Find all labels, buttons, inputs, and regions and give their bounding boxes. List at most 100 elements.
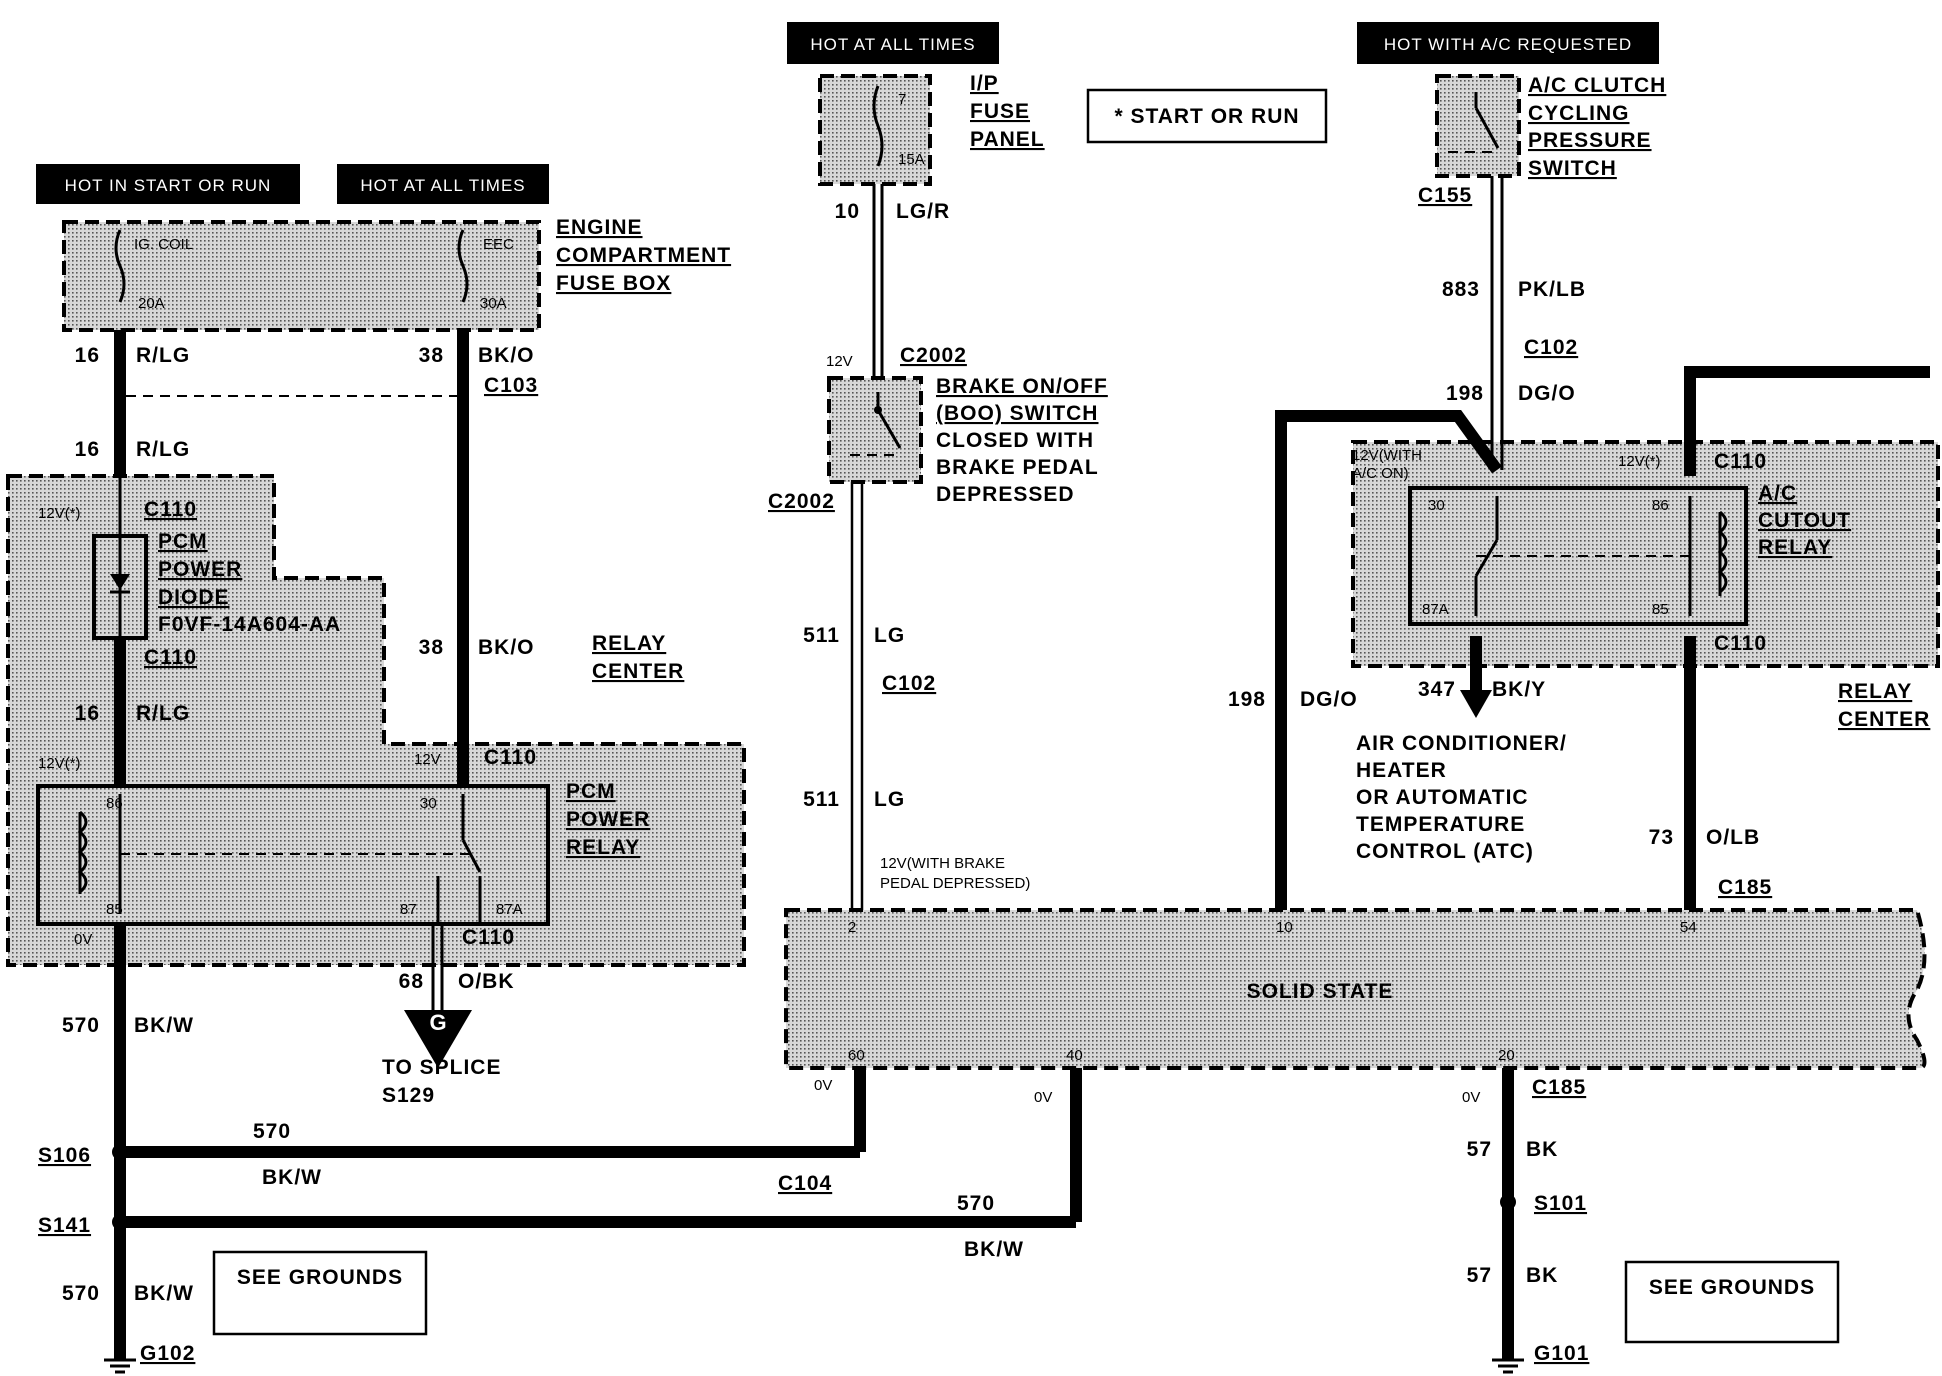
circuit-347-number: 347 — [1418, 678, 1456, 701]
svg-text:PRESSURE: PRESSURE — [1528, 129, 1652, 152]
voltage-12v-a: 12V — [414, 751, 441, 768]
circuit-16c-number: 16 — [75, 702, 100, 725]
svg-text:HOT WITH A/C REQUESTED: HOT WITH A/C REQUESTED — [1384, 35, 1632, 54]
svg-text:I/P: I/P — [970, 72, 999, 95]
splice-dot-s101 — [1500, 1194, 1516, 1210]
svg-text:RELAY: RELAY — [592, 632, 666, 655]
circuit-73-number: 73 — [1649, 826, 1674, 849]
circuit-38b-color: BK/O — [478, 636, 535, 659]
svg-text:CYCLING: CYCLING — [1528, 102, 1630, 125]
svg-text:PCM: PCM — [158, 530, 208, 553]
voltage-12v-brake-1: 12V(WITH BRAKE — [880, 855, 1005, 872]
ground-g101: G101 — [1534, 1342, 1589, 1365]
wire-feed-right — [1684, 366, 1930, 476]
splice-destination-label: TO SPLICE S129 — [382, 1056, 500, 1107]
circuit-511b-color: LG — [874, 788, 905, 811]
circuit-68-color: O/BK — [458, 970, 515, 993]
engine-fuse-box-title: ENGINE COMPARTMENT FUSE BOX — [556, 216, 730, 295]
fuse-ig-coil-name: IG. COIL — [134, 236, 193, 253]
relay-center-left — [6, 474, 746, 967]
connector-c102-a: C102 — [882, 672, 936, 695]
circuit-570b-color: BK/W — [262, 1166, 322, 1189]
ip-fuse-panel-title: I/P FUSE PANEL — [970, 72, 1045, 151]
svg-text:CUTOUT: CUTOUT — [1758, 509, 1851, 532]
circuit-57a-color: BK — [1526, 1138, 1558, 1161]
pcm-relay-coil-icon — [77, 794, 470, 914]
connector-c110-b: C110 — [144, 646, 197, 669]
svg-text:SWITCH: SWITCH — [1528, 157, 1617, 180]
ground-g102-symbol — [104, 1358, 136, 1374]
pcm-diode-icon — [110, 540, 130, 634]
circuit-570c-color: BK/W — [964, 1238, 1024, 1261]
connector-c110-c: C110 — [484, 746, 537, 769]
circuit-883-number: 883 — [1442, 278, 1480, 301]
circuit-10-number: 10 — [835, 200, 860, 223]
pcm-relay-contact-icon — [436, 794, 482, 924]
svg-text:CENTER: CENTER — [592, 660, 684, 683]
header-hot-start-run-left: HOT IN START OR RUN — [36, 164, 300, 204]
pin-87a: 87A — [496, 901, 523, 918]
legend-note: * START OR RUN — [1086, 88, 1328, 144]
voltage-0v-a: 0V — [74, 931, 92, 948]
circuit-16b-number: 16 — [75, 438, 100, 461]
fuse-eec-name: EEC — [483, 236, 514, 253]
svg-text:CONTROL (ATC): CONTROL (ATC) — [1356, 840, 1534, 863]
splice-dot-s106 — [112, 1144, 128, 1160]
circuit-57a-number: 57 — [1467, 1138, 1492, 1161]
connector-c110-a: C110 — [144, 498, 197, 521]
splice-s141: S141 — [38, 1214, 91, 1237]
ip-fuse-rating: 15A — [898, 151, 925, 168]
svg-text:TEMPERATURE: TEMPERATURE — [1356, 813, 1525, 836]
svg-text:HEATER: HEATER — [1356, 759, 1447, 782]
solid-state-pin-40: 40 — [1066, 1047, 1083, 1064]
svg-text:CENTER: CENTER — [1838, 708, 1930, 731]
svg-text:FUSE: FUSE — [970, 100, 1030, 123]
circuit-570d-color: BK/W — [134, 1282, 194, 1305]
circuit-38a-number: 38 — [419, 344, 444, 367]
solid-state-module — [784, 908, 1927, 1071]
circuit-38b-number: 38 — [419, 636, 444, 659]
fuse-eec-icon — [457, 229, 469, 303]
svg-text:F0VF-14A604-AA: F0VF-14A604-AA — [158, 613, 341, 636]
circuit-16a-color: R/LG — [136, 344, 190, 367]
ac-cutout-relay-title: A/C CUTOUT RELAY — [1758, 482, 1851, 559]
circuit-10-color: LG/R — [896, 200, 950, 223]
svg-text:SEE GROUNDS: SEE GROUNDS — [237, 1266, 403, 1289]
circuit-57b-color: BK — [1526, 1264, 1558, 1287]
svg-text:A/C CLUTCH: A/C CLUTCH — [1528, 74, 1666, 97]
ac-cutout-relay-box — [1408, 486, 1748, 626]
fuse-eec-rating: 30A — [480, 295, 507, 312]
pin-86: 86 — [106, 795, 123, 812]
circuit-511a-color: LG — [874, 624, 905, 647]
svg-text:RELAY: RELAY — [566, 836, 640, 859]
splice-s106: S106 — [38, 1144, 91, 1167]
circuit-198b-number: 198 — [1228, 688, 1266, 711]
voltage-12v-b: 12V — [826, 353, 853, 370]
connector-c185-b: C185 — [1532, 1076, 1586, 1099]
arrow-347 — [1460, 690, 1492, 718]
connector-c110-f: C110 — [1714, 632, 1767, 655]
svg-text:FUSE BOX: FUSE BOX — [556, 272, 671, 295]
circuit-570a-number: 570 — [62, 1014, 100, 1037]
wire-198 — [1275, 410, 1502, 910]
voltage-0v-b: 0V — [814, 1077, 832, 1094]
svg-text:HOT IN START OR RUN: HOT IN START OR RUN — [65, 176, 272, 195]
header-hot-all-times-left: HOT AT ALL TIMES — [337, 164, 549, 204]
circuit-570b-number: 570 — [253, 1120, 291, 1143]
connector-c155: C155 — [1418, 184, 1472, 207]
svg-text:ENGINE: ENGINE — [556, 216, 643, 239]
svg-text:SEE GROUNDS: SEE GROUNDS — [1649, 1276, 1815, 1299]
svg-text:HOT AT ALL TIMES: HOT AT ALL TIMES — [360, 176, 525, 195]
voltage-12v-star-b: 12V(*) — [38, 755, 81, 772]
see-grounds-right: SEE GROUNDS — [1624, 1260, 1840, 1344]
solid-state-label: SOLID STATE — [1247, 980, 1394, 1003]
pin-30: 30 — [420, 795, 437, 812]
connector-c2002-b: C2002 — [768, 490, 835, 513]
svg-text:PANEL: PANEL — [970, 128, 1045, 151]
circuit-68-number: 68 — [399, 970, 424, 993]
connector-c185-a: C185 — [1718, 876, 1772, 899]
splice-s101: S101 — [1534, 1192, 1587, 1215]
circuit-198a-number: 198 — [1446, 382, 1484, 405]
voltage-0v-c: 0V — [1034, 1089, 1052, 1106]
relay-center-left-title: RELAY CENTER — [592, 632, 684, 683]
